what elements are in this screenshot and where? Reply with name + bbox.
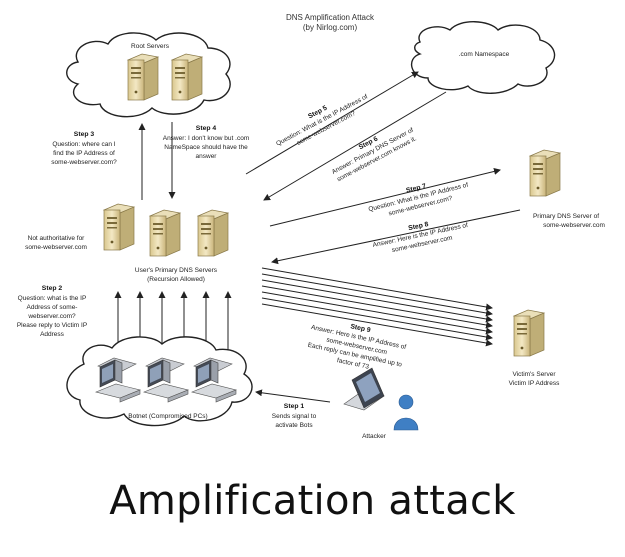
arrow-step9 [261, 303, 493, 347]
step2-line: Question: what is the IP [18, 295, 87, 302]
step8-label: Step 8 [408, 221, 430, 232]
step7-annotation: Step 7 Question: What is the IP Address … [368, 182, 469, 218]
step6-line: Answer: Primary DNS Server of [331, 127, 415, 176]
diagram-title: DNS Amplification Attack [286, 13, 375, 22]
primary-dns-label: some-webserver.com [543, 222, 605, 229]
arrow-step9 [261, 285, 493, 329]
attacker-laptop-icon [343, 367, 385, 411]
root-servers-cloud: Root Servers [66, 32, 231, 118]
root-server-icon [127, 53, 159, 101]
step4-line: answer [196, 153, 218, 160]
image-caption: Amplification attack [109, 478, 516, 524]
step9-arrows [261, 267, 493, 347]
users-dns-label: User's Primary DNS Servers [135, 267, 218, 274]
step4-line: NameSpace should have the [164, 144, 248, 151]
arrow-step9 [261, 297, 493, 341]
step1-label: Step 1 [284, 403, 305, 410]
step4-annotation: Step 4 Answer: I don't know but .com Nam… [163, 125, 250, 160]
step2-label: Step 2 [42, 285, 63, 292]
botnet-label: Botnet (Compromised PCs) [128, 413, 207, 420]
step1-line: Sends signal to [272, 413, 317, 420]
victim-label: Victim IP Address [509, 380, 560, 387]
arrow-step5 [245, 71, 419, 175]
root-servers-label: Root Servers [131, 43, 170, 50]
arrow-step9 [261, 291, 493, 335]
step4-line: Answer: I don't know but .com [163, 135, 250, 142]
step6-annotation: Step 6 Answer: Primary DNS Server of som… [331, 127, 418, 184]
step3-line: Question: where can I [52, 141, 115, 148]
com-namespace-label: .com Namespace [459, 51, 510, 58]
attacker-label: Attacker [362, 433, 387, 440]
step4-label: Step 4 [196, 125, 217, 132]
root-server-icon [171, 53, 203, 101]
step2-line: Address [40, 331, 65, 338]
step8-annotation: Step 8 Answer: Here is the IP Address of… [372, 221, 469, 254]
victim-label: Victim's Server [512, 371, 556, 378]
dns-server-icon [103, 203, 135, 251]
primary-dns-label: Primary DNS Server of [533, 213, 599, 220]
not-authoritative-label: some-webserver.com [25, 244, 87, 251]
arrow-step9 [261, 267, 493, 311]
step3-line: find the IP Address of [53, 150, 115, 157]
users-dns-label: (Recursion Allowed) [147, 276, 205, 283]
step3-line: some-webserver.com? [51, 159, 117, 166]
arrow-step8 [271, 209, 521, 265]
arrow-step6 [263, 91, 447, 201]
step7-label: Step 7 [405, 183, 427, 195]
com-namespace-cloud: .com Namespace [410, 21, 556, 94]
step2-line: webserver.com? [27, 313, 76, 320]
botnet-cloud: Botnet (Compromised PCs) [66, 336, 253, 427]
step9-annotation: Step 9 Answer: Here is the IP Address of… [307, 323, 407, 371]
step1-annotation: Step 1 Sends signal to activate Bots [272, 403, 317, 429]
step5-line: Question: What is the IP Address of [275, 93, 369, 147]
victim-server-icon [513, 309, 545, 357]
attacker-person-icon [393, 394, 419, 431]
dns-server-icon [149, 209, 181, 257]
not-authoritative-label: Not authoritative for [28, 235, 86, 242]
arrow-step9 [261, 279, 493, 323]
dns-server-icon [197, 209, 229, 257]
primary-dns-server-icon [529, 149, 561, 197]
diagram-subtitle: (by Nirlog.com) [303, 23, 358, 32]
step1-line: activate Bots [275, 422, 313, 429]
step2-line: Address of some- [27, 304, 78, 311]
users-dns-servers [103, 203, 229, 257]
step3-label: Step 3 [74, 131, 95, 138]
step9-label: Step 9 [350, 323, 372, 334]
arrow-step7 [269, 168, 501, 227]
step2-line: Please reply to Victim IP [17, 322, 87, 329]
arrow-step1 [255, 389, 331, 403]
step2-annotation: Step 2 Question: what is the IP Address … [17, 285, 87, 338]
step3-annotation: Step 3 Question: where can I find the IP… [51, 131, 117, 166]
arrow-step9 [261, 273, 493, 317]
